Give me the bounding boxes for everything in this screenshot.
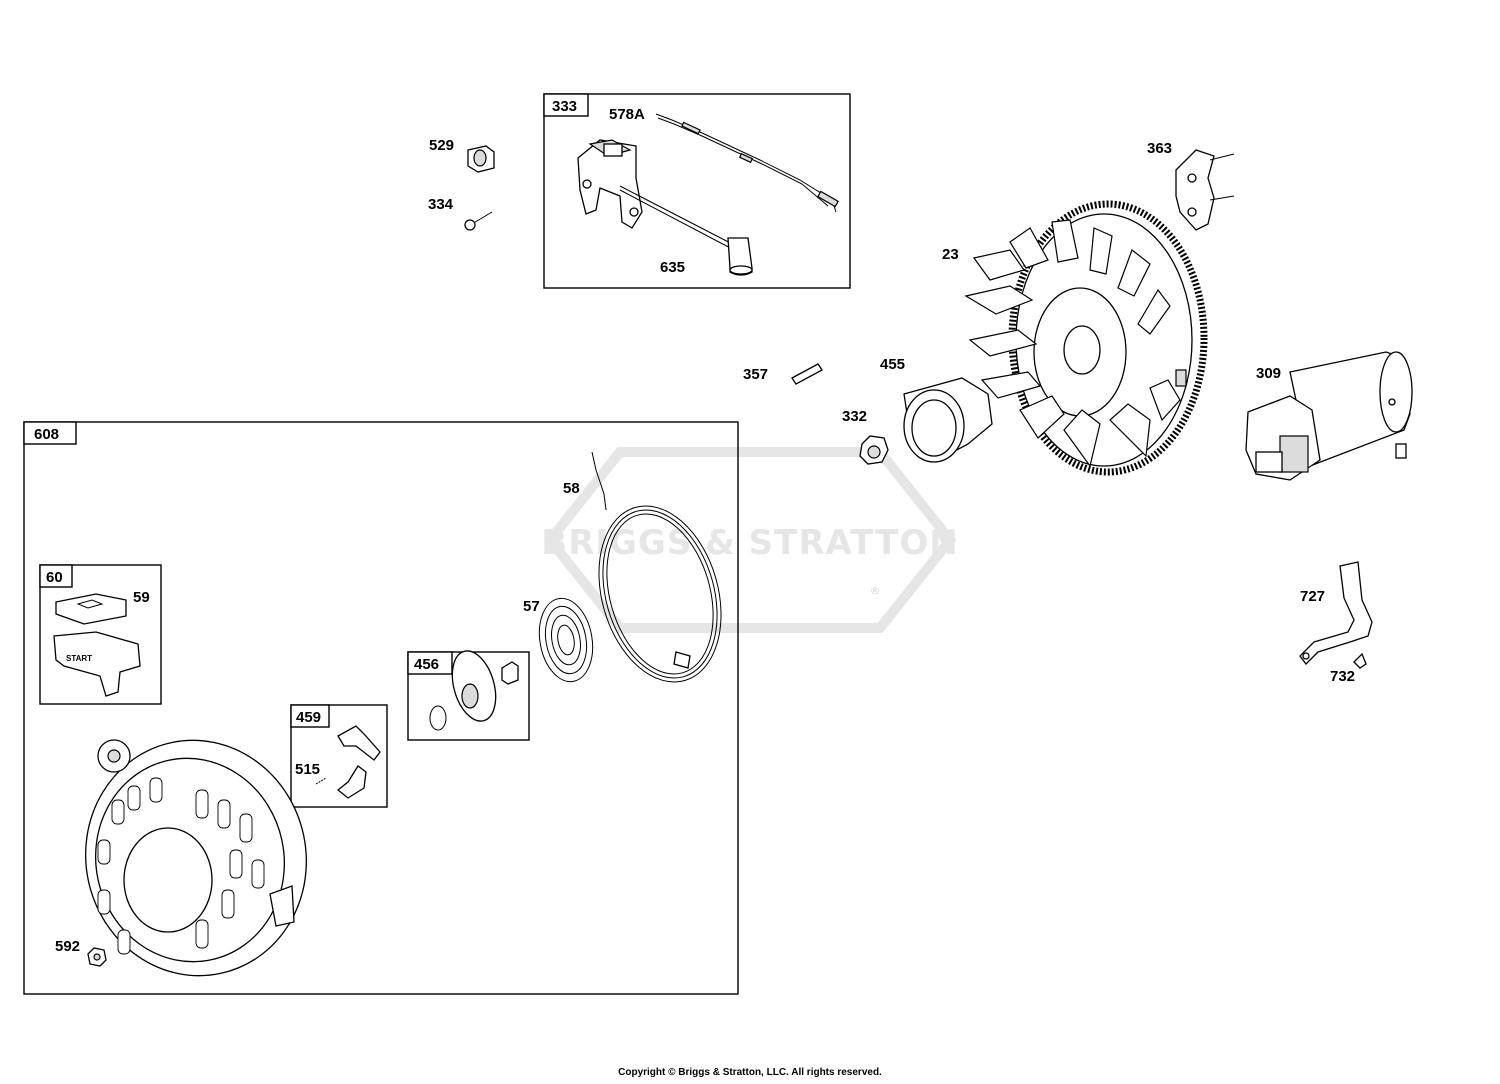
watermark-registered: ® — [870, 586, 880, 597]
part-357-key — [791, 363, 823, 385]
handle-start-text: START — [66, 654, 92, 663]
box-label-333: 333 — [552, 98, 577, 115]
part-334-screw — [464, 211, 493, 231]
part-515-spring — [315, 777, 327, 785]
callout-332: 332 — [842, 408, 867, 425]
box-label-459: 459 — [296, 709, 321, 726]
box-label-60: 60 — [46, 569, 63, 586]
part-59-handle-insert — [55, 593, 127, 625]
callout-592: 592 — [55, 938, 80, 955]
part-727-bracket — [1299, 561, 1373, 665]
box-60: 60 — [39, 564, 162, 705]
box-333: 333 — [543, 93, 851, 289]
callout-732: 732 — [1330, 668, 1355, 685]
spark-plug-boot — [727, 237, 753, 276]
callout-309: 309 — [1256, 365, 1281, 382]
part-332-nut — [859, 435, 889, 465]
callout-363: 363 — [1147, 140, 1172, 157]
callout-455: 455 — [880, 356, 905, 373]
brand-watermark: BRIGGS & STRATTON ® — [541, 447, 958, 633]
part-58-rope — [591, 451, 722, 683]
part-60-start-handle: START — [53, 631, 141, 697]
part-57-spring — [538, 597, 594, 683]
ground-wire — [655, 113, 839, 213]
copyright-notice: Copyright © Briggs & Stratton, LLC. All … — [618, 1067, 882, 1078]
callout-57: 57 — [523, 598, 540, 615]
callout-23: 23 — [942, 246, 959, 263]
part-592-nut — [87, 947, 107, 967]
part-459-pawls — [336, 725, 381, 799]
box-608: 608 — [23, 421, 739, 995]
callout-357: 357 — [743, 366, 768, 383]
part-309-starter-motor — [1245, 351, 1413, 481]
callout-727: 727 — [1300, 588, 1325, 605]
part-363-bracket — [1175, 149, 1235, 231]
box-label-608: 608 — [34, 426, 59, 443]
ignition-armature — [577, 139, 741, 253]
box-459: 459 — [290, 704, 388, 808]
part-23-flywheel — [964, 200, 1208, 476]
part-455-starter-cup — [903, 377, 993, 463]
part-456-pulley — [429, 650, 519, 731]
callout-59: 59 — [133, 589, 150, 606]
callout-635: 635 — [660, 259, 685, 276]
part-529-grommet — [467, 145, 495, 173]
watermark-text: BRIGGS & STRATTON — [541, 523, 958, 563]
callout-515: 515 — [295, 761, 320, 778]
rewind-starter-housing — [84, 739, 308, 977]
callout-578A: 578A — [609, 106, 645, 123]
part-732-screw — [1353, 652, 1367, 669]
callout-529: 529 — [429, 137, 454, 154]
box-label-456: 456 — [414, 656, 439, 673]
callout-58: 58 — [563, 480, 580, 497]
callout-334: 334 — [428, 196, 454, 213]
